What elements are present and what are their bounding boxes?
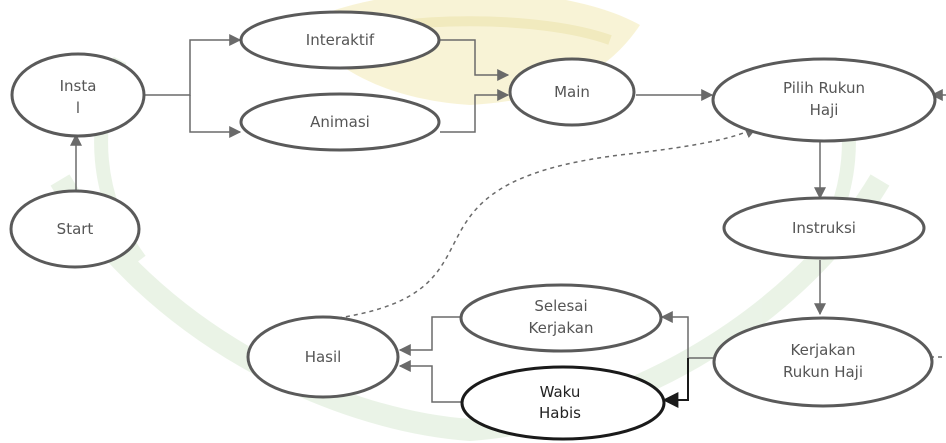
node-main-label: Main <box>554 83 590 101</box>
node-hasil[interactable]: Hasil <box>246 315 400 399</box>
node-selesai-kerjakan[interactable]: Selesai Kerjakan <box>459 283 663 353</box>
node-start-label: Start <box>57 220 94 238</box>
edge-kerjakan-selesai <box>660 311 713 359</box>
edge-selesai-hasil <box>398 316 460 356</box>
edge-waktu-hasil <box>398 360 462 403</box>
node-pilih-label-1: Pilih Rukun <box>783 79 865 97</box>
node-main[interactable]: Main <box>508 57 636 127</box>
node-waktu-label-1: Waku <box>540 383 581 401</box>
node-selesai-label-1: Selesai <box>534 297 587 315</box>
node-interaktif-label: Interaktif <box>306 31 375 49</box>
node-waktu-habis[interactable]: Waku Habis <box>460 365 666 441</box>
node-pilih-rukun-haji[interactable]: Pilih Rukun Haji <box>711 57 937 143</box>
nodes: Insta l Start Interaktif Animasi Main Pi… <box>9 10 937 441</box>
edge-install-animasi <box>189 95 242 138</box>
node-selesai-label-2: Kerjakan <box>529 319 594 337</box>
node-hasil-label: Hasil <box>305 348 342 366</box>
node-waktu-label-2: Habis <box>539 404 581 422</box>
edge-animasi-main <box>440 89 510 133</box>
node-kerjakan-label-2: Rukun Haji <box>783 363 863 381</box>
node-kerjakan-label-1: Kerjakan <box>791 341 856 359</box>
node-install[interactable]: Insta l <box>10 52 146 138</box>
node-install-label-1: Insta <box>60 77 97 95</box>
node-animasi[interactable]: Animasi <box>239 92 441 152</box>
edge-install-split <box>145 34 242 96</box>
node-instruksi[interactable]: Instruksi <box>722 196 926 260</box>
edge-interaktif-main <box>440 39 510 81</box>
node-kerjakan-rukun-haji[interactable]: Kerjakan Rukun Haji <box>712 316 934 408</box>
node-interaktif[interactable]: Interaktif <box>239 10 441 70</box>
node-instruksi-label: Instruksi <box>792 219 856 237</box>
edge-hasil-pilih-dashed <box>337 127 758 319</box>
node-pilih-label-2: Haji <box>810 101 839 119</box>
node-install-label-2: l <box>76 99 80 117</box>
node-animasi-label: Animasi <box>310 113 370 131</box>
edge-kerjakan-waktu <box>662 358 689 408</box>
node-start[interactable]: Start <box>9 189 141 269</box>
